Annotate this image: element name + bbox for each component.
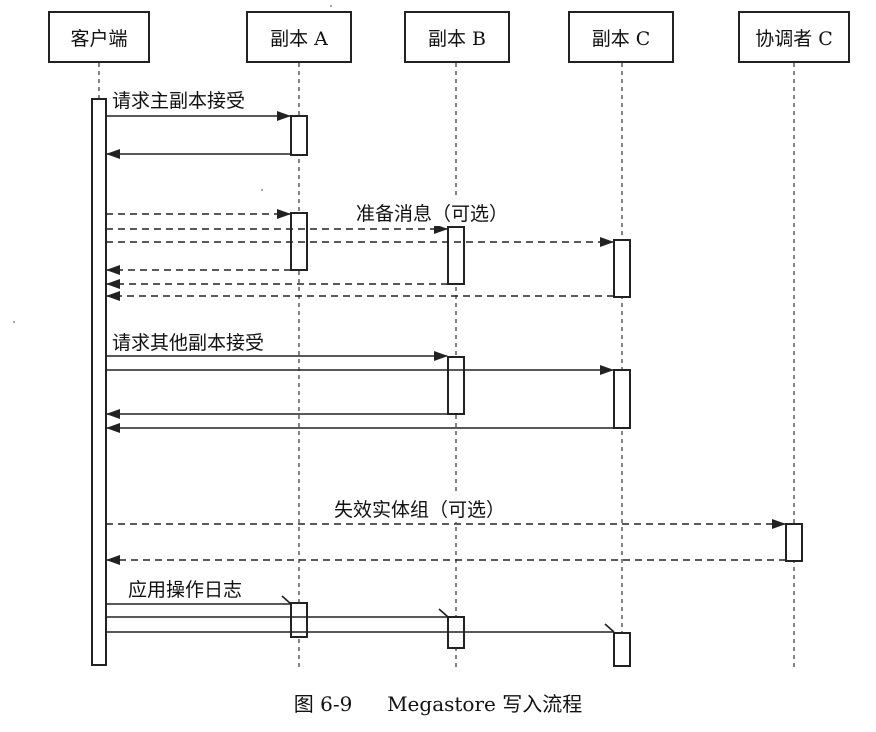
- participant-client: 客户端: [48, 11, 150, 63]
- speck-dot: [261, 189, 263, 191]
- participant-replica-a: 副本 A: [246, 11, 352, 63]
- activation-replica-b-1: [447, 226, 465, 285]
- msg-apply-b-head: [438, 608, 449, 618]
- figure-title: Megastore 写入流程: [387, 692, 583, 716]
- label-prepare-optional: 准备消息（可选）: [354, 199, 511, 226]
- label-accept-leader: 请求主副本接受: [110, 86, 248, 113]
- speck-dot: [13, 321, 15, 323]
- label-accept-others: 请求其他副本接受: [110, 328, 267, 355]
- activation-client: [91, 98, 107, 666]
- label-invalidate-optional: 失效实体组（可选）: [332, 495, 508, 522]
- participant-replica-c: 副本 C: [568, 11, 674, 63]
- msg-apply-c-head: [604, 623, 615, 633]
- msg-apply-a-head: [281, 595, 292, 605]
- activation-replica-a-3: [290, 602, 308, 638]
- participant-coordinator-c: 协调者 C: [738, 11, 850, 63]
- activation-replica-c-1: [613, 239, 631, 298]
- figure-number: 图 6-9: [293, 692, 353, 716]
- speck-dot: [330, 5, 332, 7]
- activation-replica-c-3: [613, 632, 631, 667]
- figure-caption: 图 6-9 Megastore 写入流程: [0, 688, 876, 717]
- activation-replica-b-2: [447, 356, 465, 415]
- participant-replica-b: 副本 B: [404, 11, 510, 63]
- activation-replica-a-1: [290, 115, 308, 156]
- activation-replica-c-2: [613, 369, 631, 429]
- label-apply-log: 应用操作日志: [126, 575, 245, 602]
- activation-coordinator-c: [785, 523, 803, 562]
